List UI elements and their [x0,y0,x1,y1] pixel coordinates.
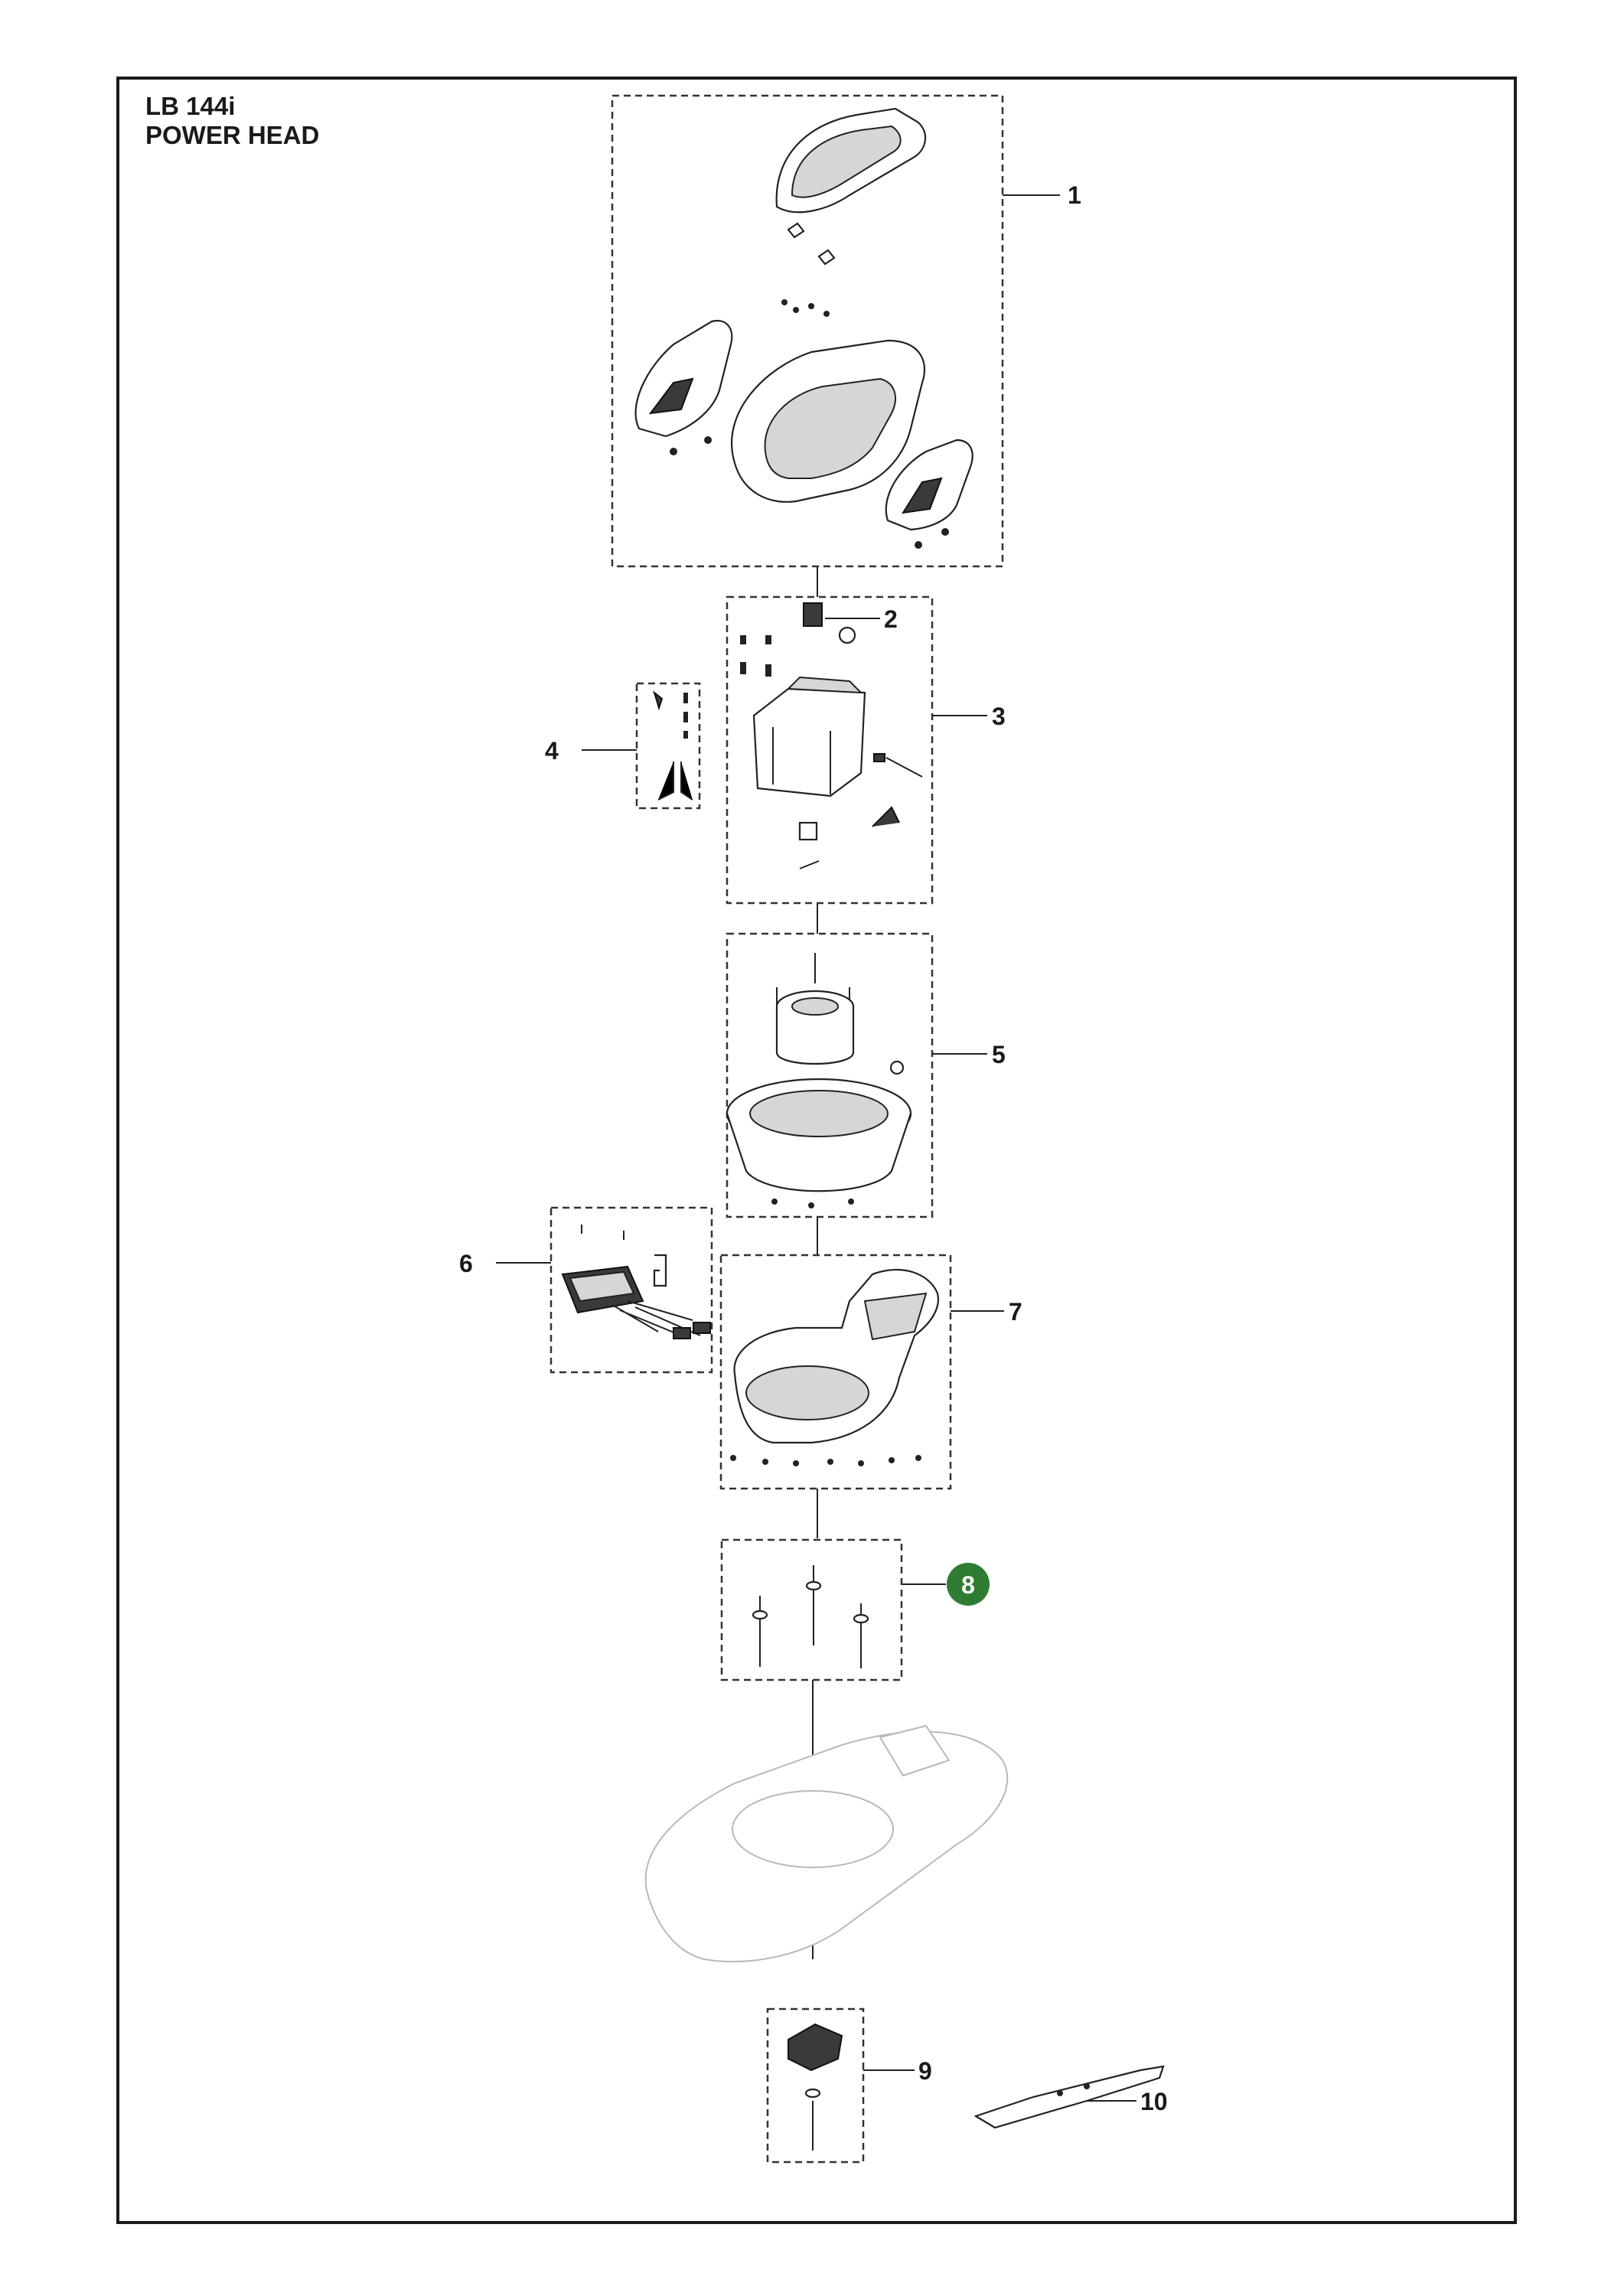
group-5-motor: 5 [726,932,1006,1218]
screw [793,1460,799,1466]
left-side-grille [634,319,733,438]
motor-hub [791,997,839,1016]
washer [752,1609,768,1620]
deck-handle-mount [879,1724,951,1777]
screw [889,1457,895,1463]
callout-4: 4 [545,737,559,765]
group-4-wiring: 4 [545,682,701,810]
screw [704,436,712,444]
callout-5: 5 [992,1041,1006,1068]
deck-opening [732,1790,894,1868]
lid-insert [791,125,902,198]
screw [793,307,799,313]
diagram-frame [116,77,1517,2224]
grille-slots [902,477,943,514]
group-7-lower-housing: 7 [719,1254,1022,1490]
motor-body [775,1006,855,1065]
group-8-box [720,1538,903,1681]
screw [683,731,688,739]
title-block: LB 144i POWER HEAD [145,92,319,150]
group-9-box [766,2007,865,2164]
mower-deck-reference [644,1724,1009,1963]
wire-harness [657,762,693,801]
blade-hole [1084,2083,1090,2089]
screw [730,1455,736,1461]
callout-3: 3 [992,703,1006,730]
callout-2: 2 [884,605,898,633]
callout-9: 9 [918,2057,932,2085]
part-10-blade: 10 [973,2065,1168,2129]
washer [889,1060,905,1075]
wire [885,757,923,778]
screw [848,1199,854,1205]
hinge-part [817,249,836,266]
group-3-battery-compartment: 2 3 [726,595,1006,905]
group-7-box [719,1254,952,1490]
callout-8: 8 [961,1571,975,1599]
group-1-box [611,94,1004,568]
washer [805,1580,822,1591]
housing-cavity [764,377,896,479]
screw [762,1459,768,1465]
housing-opening [745,1365,869,1420]
callout-8-badge [947,1563,990,1606]
screw [740,662,746,674]
screw [915,541,922,549]
callout-7: 7 [1009,1298,1022,1326]
connector [673,1327,691,1339]
screw [765,635,771,644]
callout-6: 6 [459,1250,473,1277]
motor-housing [726,1113,912,1192]
screw [915,1455,921,1461]
callout-1: 1 [1068,181,1081,209]
compartment-body [752,687,866,797]
bracket [653,1254,667,1287]
hinge-part [787,222,805,239]
screw [771,1199,778,1205]
screw [823,311,830,317]
screw [670,448,677,455]
group-6-controller: 6 [459,1206,713,1374]
screw [781,299,788,305]
group-9-blade-hub: 9 [766,2007,932,2164]
pin [799,860,820,869]
group-8-bolt-kit: 8 [720,1538,990,1681]
blade-hole [1057,2090,1063,2096]
handle-mount [863,1292,928,1341]
wire-clip [653,690,664,711]
washer [804,2088,821,2099]
group-4-box [635,682,701,810]
screw [827,1459,833,1465]
screw [941,528,949,536]
screw [765,664,771,677]
section-title: POWER HEAD [145,121,320,149]
compartment-top [786,676,863,694]
bracket [872,806,900,827]
controller-fins [569,1270,635,1303]
knob [838,626,856,644]
screw [683,693,688,703]
connector [693,1322,711,1334]
washer [853,1613,869,1624]
connector [798,821,818,841]
model-title: LB 144i [145,92,236,120]
screw [808,303,814,309]
grille-slots [648,377,694,415]
motor-housing-opening [749,1090,889,1137]
screw [858,1460,864,1466]
group-3-box [726,595,934,905]
clip [873,753,885,762]
group-5-box [726,932,934,1218]
blade-hub [788,2023,843,2072]
callout-10: 10 [1140,2088,1168,2115]
screw [808,1202,814,1208]
group-1-cover: 1 [611,94,1081,568]
controller-wires [611,1300,701,1336]
blade [973,2065,1165,2129]
screw [740,635,746,644]
group-6-box [549,1206,713,1374]
switch-part-2 [803,602,823,627]
screw [683,712,688,722]
